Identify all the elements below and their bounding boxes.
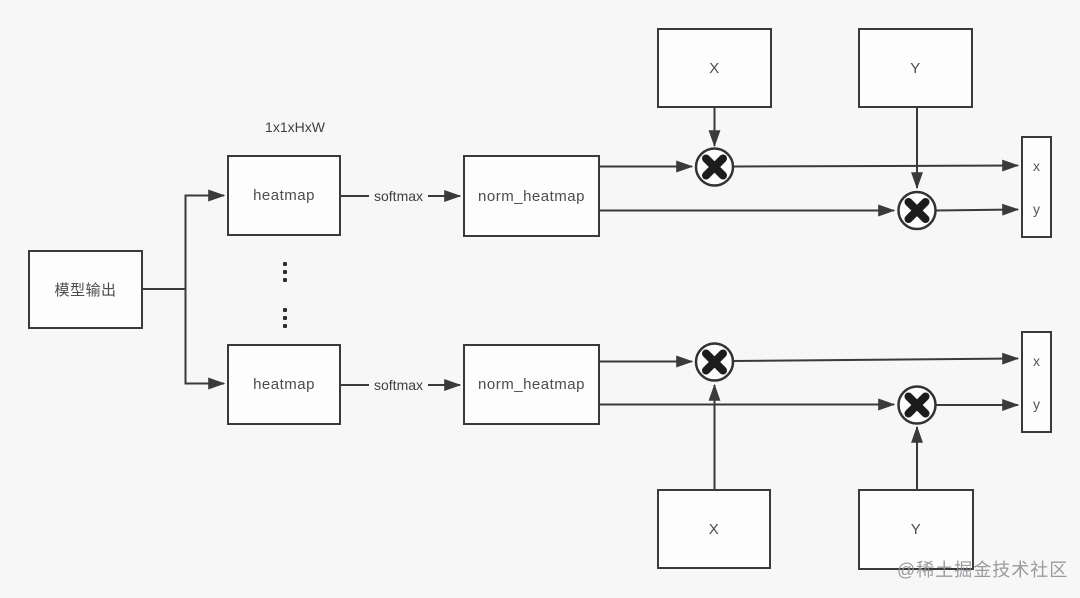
norm-heatmap-box-bottom: norm_heatmap [463, 344, 600, 425]
output-y-label-bottom: y [1033, 395, 1040, 412]
edge-multx-to-outx-top [732, 159, 1020, 172]
softmax-label-bottom: softmax [369, 377, 429, 393]
multiply-node-top-y [897, 190, 937, 231]
multiply-node-bottom-y [897, 385, 937, 425]
y-input-box-top: Y [858, 28, 973, 108]
output-y-label-top: y [1033, 200, 1040, 217]
edge-multy-to-outy-top [935, 203, 1020, 216]
heatmap-box-bottom: heatmap [227, 344, 341, 425]
output-box-top: x y [1021, 136, 1052, 238]
heatmap-box-top: heatmap [227, 155, 341, 236]
multiply-node-top-x [694, 147, 735, 187]
edge-to-heatmap-top [184, 189, 226, 289]
edge-to-heatmap-bottom [184, 289, 226, 390]
multiply-node-bottom-x [694, 342, 735, 382]
output-x-label-top: x [1033, 157, 1040, 174]
softmax-label-top: softmax [369, 188, 429, 204]
edge-multx-to-outx-bottom [732, 352, 1020, 365]
x-input-box-top: X [657, 28, 772, 108]
watermark-text: @稀土掘金技术社区 [897, 560, 1069, 580]
vertical-ellipsis-icon [283, 262, 287, 328]
output-box-bottom: x y [1021, 331, 1052, 433]
norm-heatmap-box-top: norm_heatmap [463, 155, 600, 237]
y-input-box-bottom: Y [858, 489, 974, 570]
shape-annotation-label: 1x1xHxW [265, 119, 325, 135]
output-x-label-bottom: x [1033, 352, 1040, 369]
x-input-box-bottom: X [657, 489, 771, 569]
model-output-box: 模型输出 [28, 250, 143, 329]
